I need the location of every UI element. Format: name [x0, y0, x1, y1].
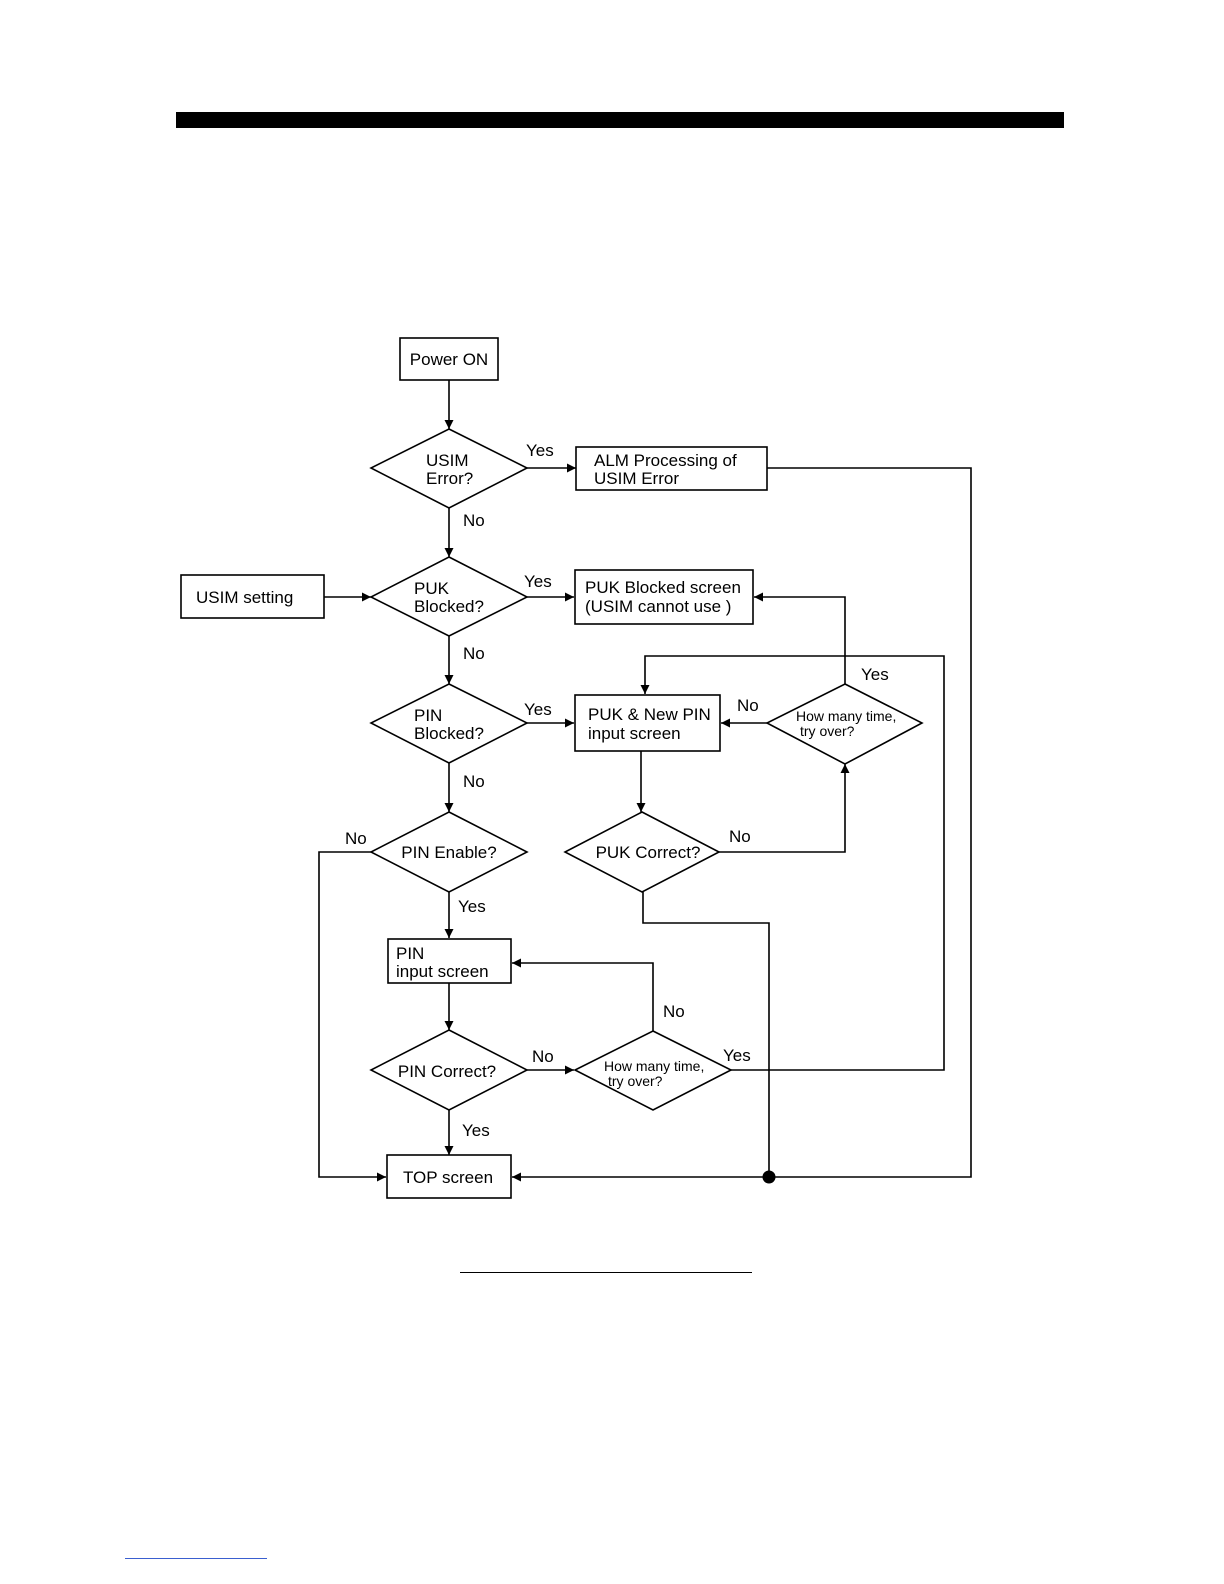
- label-puk-blocked-yes: Yes: [524, 572, 552, 591]
- alm-processing-label-line2: USIM Error: [594, 469, 679, 488]
- how-many-time-upper-line1: How many time,: [796, 708, 896, 724]
- label-pin-blocked-yes: Yes: [524, 700, 552, 719]
- puk-blocked-label-line1: PUK: [414, 579, 450, 598]
- label-pin-enable-yes: Yes: [458, 897, 486, 916]
- node-how-many-time-lower: How many time, try over?: [573, 1030, 733, 1111]
- node-pin-enable: PIN Enable?: [369, 811, 529, 893]
- label-lower-retry-yes: Yes: [723, 1046, 751, 1065]
- usim-setting-label: USIM setting: [196, 588, 293, 607]
- power-on-label: Power ON: [410, 350, 488, 369]
- node-puk-correct: PUK Correct?: [563, 811, 721, 893]
- pin-correct-label: PIN Correct?: [398, 1062, 496, 1081]
- edge-alm-to-top: [512, 467, 972, 1182]
- node-usim-setting: USIM setting: [180, 574, 325, 619]
- puk-blocked-label-line2: Blocked?: [414, 597, 484, 616]
- pin-enable-label: PIN Enable?: [401, 843, 496, 862]
- pin-input-label-line1: PIN: [396, 944, 424, 963]
- connectors: [318, 380, 972, 1184]
- edge-lower-retry-yes: [640, 655, 945, 1071]
- label-upper-retry-no: No: [737, 696, 759, 715]
- puk-blocked-screen-label-line1: PUK Blocked screen: [585, 578, 741, 597]
- label-pin-enable-no: No: [345, 829, 367, 848]
- node-puk-new-pin-screen: PUK & New PIN input screen: [574, 694, 721, 752]
- node-how-many-time-upper: How many time, try over?: [765, 683, 924, 765]
- label-puk-correct-no: No: [729, 827, 751, 846]
- label-upper-retry-yes: Yes: [861, 665, 889, 684]
- how-many-time-lower-line2: try over?: [608, 1073, 663, 1089]
- label-puk-blocked-no: No: [463, 644, 485, 663]
- label-pin-correct-yes: Yes: [462, 1121, 490, 1140]
- how-many-time-lower-line1: How many time,: [604, 1058, 704, 1074]
- node-power-on: Power ON: [399, 337, 499, 381]
- corner-rule: [125, 1558, 267, 1559]
- footer-rule: [460, 1272, 752, 1273]
- node-puk-blocked: PUK Blocked?: [369, 556, 529, 637]
- edge-puk-correct-no: [719, 764, 850, 853]
- junction-dot: [762, 1170, 776, 1184]
- how-many-time-upper-line2: try over?: [800, 723, 855, 739]
- label-pin-correct-no: No: [532, 1047, 554, 1066]
- puk-new-pin-label-line2: input screen: [588, 724, 681, 743]
- edge-puk-correct-yes: [642, 892, 770, 1177]
- edge-lower-retry-no: [512, 958, 654, 1031]
- label-pin-blocked-no: No: [463, 772, 485, 791]
- node-alm-processing: ALM Processing of USIM Error: [575, 446, 768, 491]
- header-bar: [176, 112, 1064, 128]
- pin-input-label-line2: input screen: [396, 962, 489, 981]
- node-usim-error: USIM Error?: [369, 428, 529, 509]
- label-usim-error-no: No: [463, 511, 485, 530]
- label-usim-error-yes: Yes: [526, 441, 554, 460]
- pin-blocked-label-line2: Blocked?: [414, 724, 484, 743]
- usim-error-label-line2: Error?: [426, 469, 473, 488]
- node-puk-blocked-screen: PUK Blocked screen (USIM cannot use ): [574, 569, 754, 625]
- puk-blocked-screen-label-line2: (USIM cannot use ): [585, 597, 731, 616]
- usim-error-label-line1: USIM: [426, 451, 469, 470]
- alm-processing-label-line1: ALM Processing of: [594, 451, 737, 470]
- pin-blocked-label-line1: PIN: [414, 706, 442, 725]
- puk-new-pin-label-line1: PUK & New PIN: [588, 705, 711, 724]
- edge-pin-enable-no: [318, 851, 386, 1182]
- puk-correct-label: PUK Correct?: [596, 843, 701, 862]
- top-screen-label: TOP screen: [403, 1168, 493, 1187]
- node-top-screen: TOP screen: [386, 1154, 512, 1199]
- edge-upper-retry-yes: [754, 592, 846, 684]
- node-pin-input-screen: PIN input screen: [387, 938, 512, 984]
- node-pin-correct: PIN Correct?: [369, 1029, 529, 1111]
- label-lower-retry-no: No: [663, 1002, 685, 1021]
- edge-labels: Yes No Yes No Yes No Yes No No No Yes No…: [345, 441, 889, 1140]
- node-pin-blocked: PIN Blocked?: [369, 683, 529, 764]
